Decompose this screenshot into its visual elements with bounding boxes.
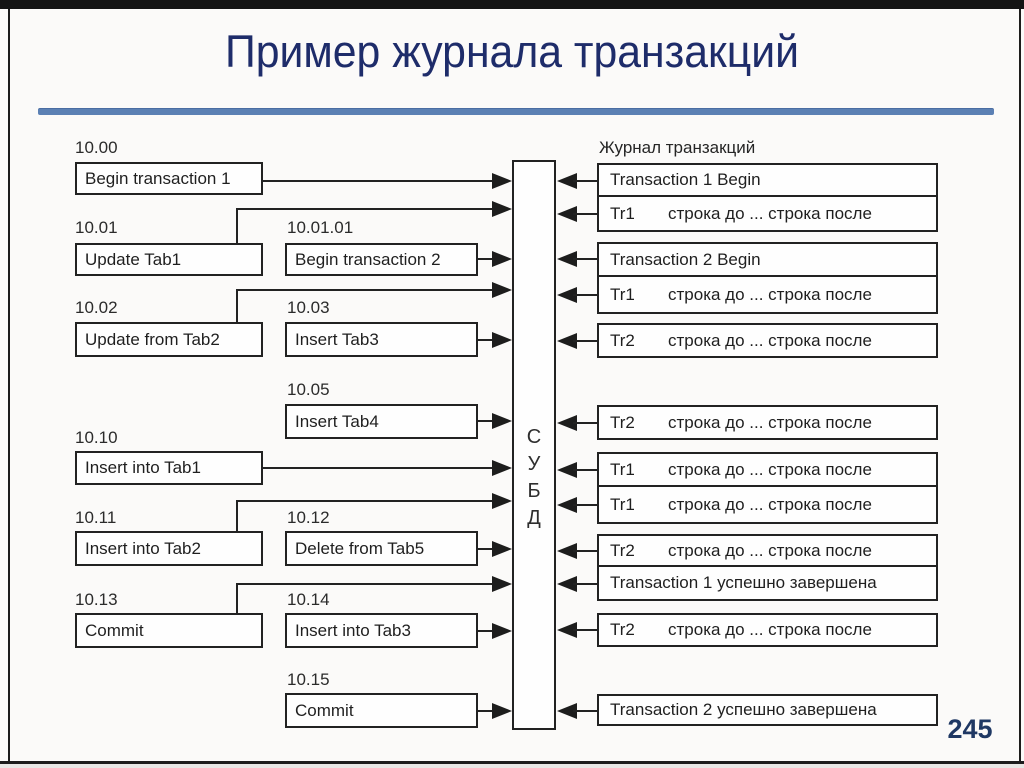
operation-time: 10.03 [287, 298, 330, 317]
log-entry: Tr2 строка до ... строка после [597, 405, 938, 440]
connector-line [236, 208, 494, 210]
log-entry: Tr1 строка до ... строка после [597, 275, 938, 314]
operation-box: Begin transaction 2 [285, 243, 478, 276]
dbms-label: С У Б Д [526, 426, 542, 529]
connector-line [573, 180, 597, 182]
connector-line [573, 583, 597, 585]
arrow-left-icon [557, 497, 577, 513]
connector-line [236, 583, 494, 585]
arrow-left-icon [557, 622, 577, 638]
log-entry: Tr1 строка до ... строка после [597, 485, 938, 524]
arrow-left-icon [557, 703, 577, 719]
log-entry: Tr1 строка до ... строка после [597, 195, 938, 232]
arrow-left-icon [557, 287, 577, 303]
connector-line [236, 500, 238, 533]
connector-line [263, 180, 494, 182]
operation-box: Delete from Tab5 [285, 531, 478, 566]
arrow-left-icon [557, 415, 577, 431]
operation-time: 10.11 [75, 508, 117, 527]
connector-line [478, 420, 494, 422]
log-entry: Tr2 строка до ... строка после [597, 613, 938, 647]
connector-line [236, 289, 238, 324]
operation-box: Update from Tab2 [75, 322, 263, 357]
arrow-right-icon [492, 460, 512, 476]
arrow-right-icon [492, 541, 512, 557]
operation-box: Insert Tab4 [285, 404, 478, 439]
connector-line [573, 213, 597, 215]
slide-border-top [0, 0, 1024, 9]
connector-line [573, 710, 597, 712]
arrow-right-icon [492, 332, 512, 348]
arrow-left-icon [557, 576, 577, 592]
log-title: Журнал транзакций [599, 138, 756, 157]
operation-box: Commit [75, 613, 263, 648]
log-entry: Transaction 1 успешно завершена [597, 565, 938, 601]
connector-line [573, 258, 597, 260]
arrow-left-icon [557, 251, 577, 267]
connector-line [573, 422, 597, 424]
operation-time: 10.01 [75, 218, 118, 237]
slide-title: Пример журнала транзакций [224, 26, 800, 77]
operation-box: Commit [285, 693, 478, 728]
arrow-left-icon [557, 462, 577, 478]
log-entry: Tr1 строка до ... строка после [597, 452, 938, 487]
connector-line [478, 339, 494, 341]
log-entry: Tr2 строка до ... строка после [597, 534, 938, 567]
arrow-left-icon [557, 333, 577, 349]
log-entry: Transaction 2 успешно завершена [597, 694, 938, 726]
arrow-left-icon [557, 543, 577, 559]
operation-time: 10.05 [287, 380, 330, 399]
page-number: 245 [947, 714, 993, 744]
slide-border-under [0, 764, 1024, 768]
arrow-right-icon [492, 201, 512, 217]
connector-line [573, 504, 597, 506]
operation-time: 10.01.01 [287, 218, 354, 237]
arrow-right-icon [492, 703, 512, 719]
arrow-right-icon [492, 251, 512, 267]
arrow-right-icon [492, 413, 512, 429]
connector-line [478, 258, 494, 260]
operation-time: 10.12 [287, 508, 330, 527]
connector-line [236, 208, 238, 245]
arrow-right-icon [492, 493, 512, 509]
operation-time: 10.10 [75, 428, 118, 447]
operation-time: 10.00 [75, 138, 118, 157]
arrow-right-icon [492, 623, 512, 639]
connector-line [478, 710, 494, 712]
slide-border-right [1019, 9, 1021, 762]
operation-box: Insert into Tab1 [75, 451, 263, 485]
connector-line [573, 550, 597, 552]
connector-line [573, 469, 597, 471]
arrow-right-icon [492, 576, 512, 592]
operation-time: 10.13 [75, 590, 118, 609]
connector-line [236, 583, 238, 615]
arrow-right-icon [492, 173, 512, 189]
slide-border-left [8, 9, 10, 762]
operation-time: 10.02 [75, 298, 118, 317]
connector-line [478, 630, 494, 632]
connector-line [573, 294, 597, 296]
arrow-right-icon [492, 282, 512, 298]
operation-box: Insert into Tab3 [285, 613, 478, 648]
operation-box: Update Tab1 [75, 243, 263, 276]
operation-box: Insert into Tab2 [75, 531, 263, 566]
connector-line [236, 500, 494, 502]
log-entry: Transaction 2 Begin [597, 242, 938, 277]
operation-time: 10.14 [287, 590, 330, 609]
connector-line [236, 289, 494, 291]
connector-line [263, 467, 494, 469]
connector-line [573, 340, 597, 342]
operation-time: 10.15 [287, 670, 330, 689]
dbms-box [512, 160, 556, 730]
log-entry: Transaction 1 Begin [597, 163, 938, 197]
log-entry: Tr2 строка до ... строка после [597, 323, 938, 358]
arrow-left-icon [557, 206, 577, 222]
slide-border-bottom [0, 761, 1024, 764]
operation-box: Begin transaction 1 [75, 162, 263, 195]
operation-box: Insert Tab3 [285, 322, 478, 357]
arrow-left-icon [557, 173, 577, 189]
connector-line [573, 629, 597, 631]
connector-line [478, 548, 494, 550]
title-divider [38, 108, 994, 115]
